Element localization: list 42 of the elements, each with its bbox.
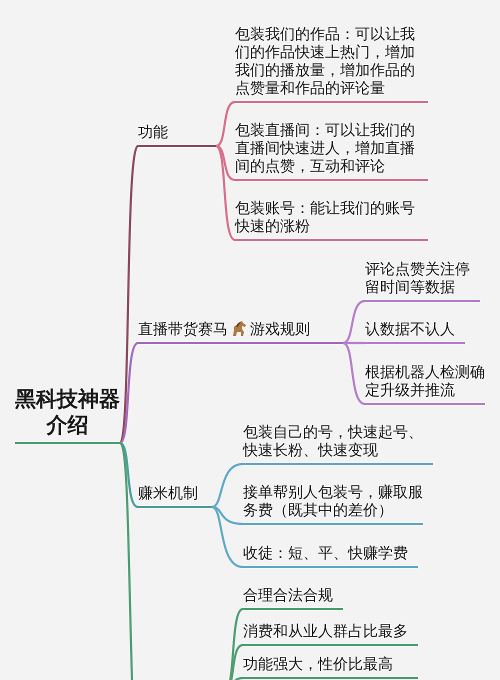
- root-text: 黑科技神器介绍: [15, 387, 120, 438]
- topic-text: 接单帮别人包装号，赚取服务费（既其中的差价）: [243, 483, 423, 519]
- branch-topic: [138, 123, 216, 148]
- connector: [215, 145, 236, 241]
- branch-topic: [243, 423, 433, 465]
- topic-text: 功能强大，性价比最高: [243, 655, 393, 673]
- topic-text: 认数据不认人: [365, 320, 455, 338]
- topic-text: 包装账号：能让我们的账号快速的涨粉: [235, 199, 415, 235]
- connector: [216, 144, 236, 182]
- topic-text: 根据机器人检测确定升级并推流: [365, 363, 485, 399]
- topic-text: 游戏规则: [250, 320, 310, 338]
- topic-text: 直播带货赛马: [138, 320, 228, 338]
- branch-topic: [365, 320, 465, 344]
- connector: [212, 506, 244, 568]
- connector: [342, 342, 366, 406]
- branch-topic: [138, 320, 343, 344]
- branch-topic: [235, 199, 428, 241]
- branch-topic: [243, 544, 418, 568]
- connector: [120, 442, 138, 508]
- connector: [216, 100, 236, 148]
- branch-topic: [138, 484, 212, 508]
- branch-topic: [365, 260, 480, 302]
- connector: [342, 300, 366, 344]
- connector: [118, 146, 139, 444]
- topic-text: 消费和从业人群占比最多: [243, 622, 408, 640]
- topic-text: 收徒：短、平、快赚学费: [243, 544, 408, 562]
- topic-text: 赚米机制: [138, 484, 198, 502]
- branch-topic: [243, 655, 418, 679]
- branch-topic: [243, 586, 343, 610]
- connector: [119, 442, 134, 680]
- branch-topic: [243, 622, 418, 646]
- topic-text: 合理合法合规: [243, 586, 333, 604]
- connector: [212, 506, 244, 526]
- topic-text: 包装我们的作品：可以让我们的作品快速上热门，增加我们的播放量，增加作品的点赞量和作品的评论量: [235, 25, 415, 97]
- topic-text: 功能: [138, 123, 168, 142]
- connector: [212, 462, 244, 508]
- branch-topic: [235, 121, 428, 181]
- topic-text: 评论点赞关注停留时间等数据: [365, 260, 470, 296]
- topic-text: 包装直播间：可以让我们的直播间快速进人，增加直播间的点赞，互动和评论: [235, 121, 415, 175]
- connector: [343, 342, 365, 344]
- connector: [119, 342, 139, 444]
- topic-text: 包装自己的号，快速起号、快速长粉、快速变现: [243, 423, 423, 459]
